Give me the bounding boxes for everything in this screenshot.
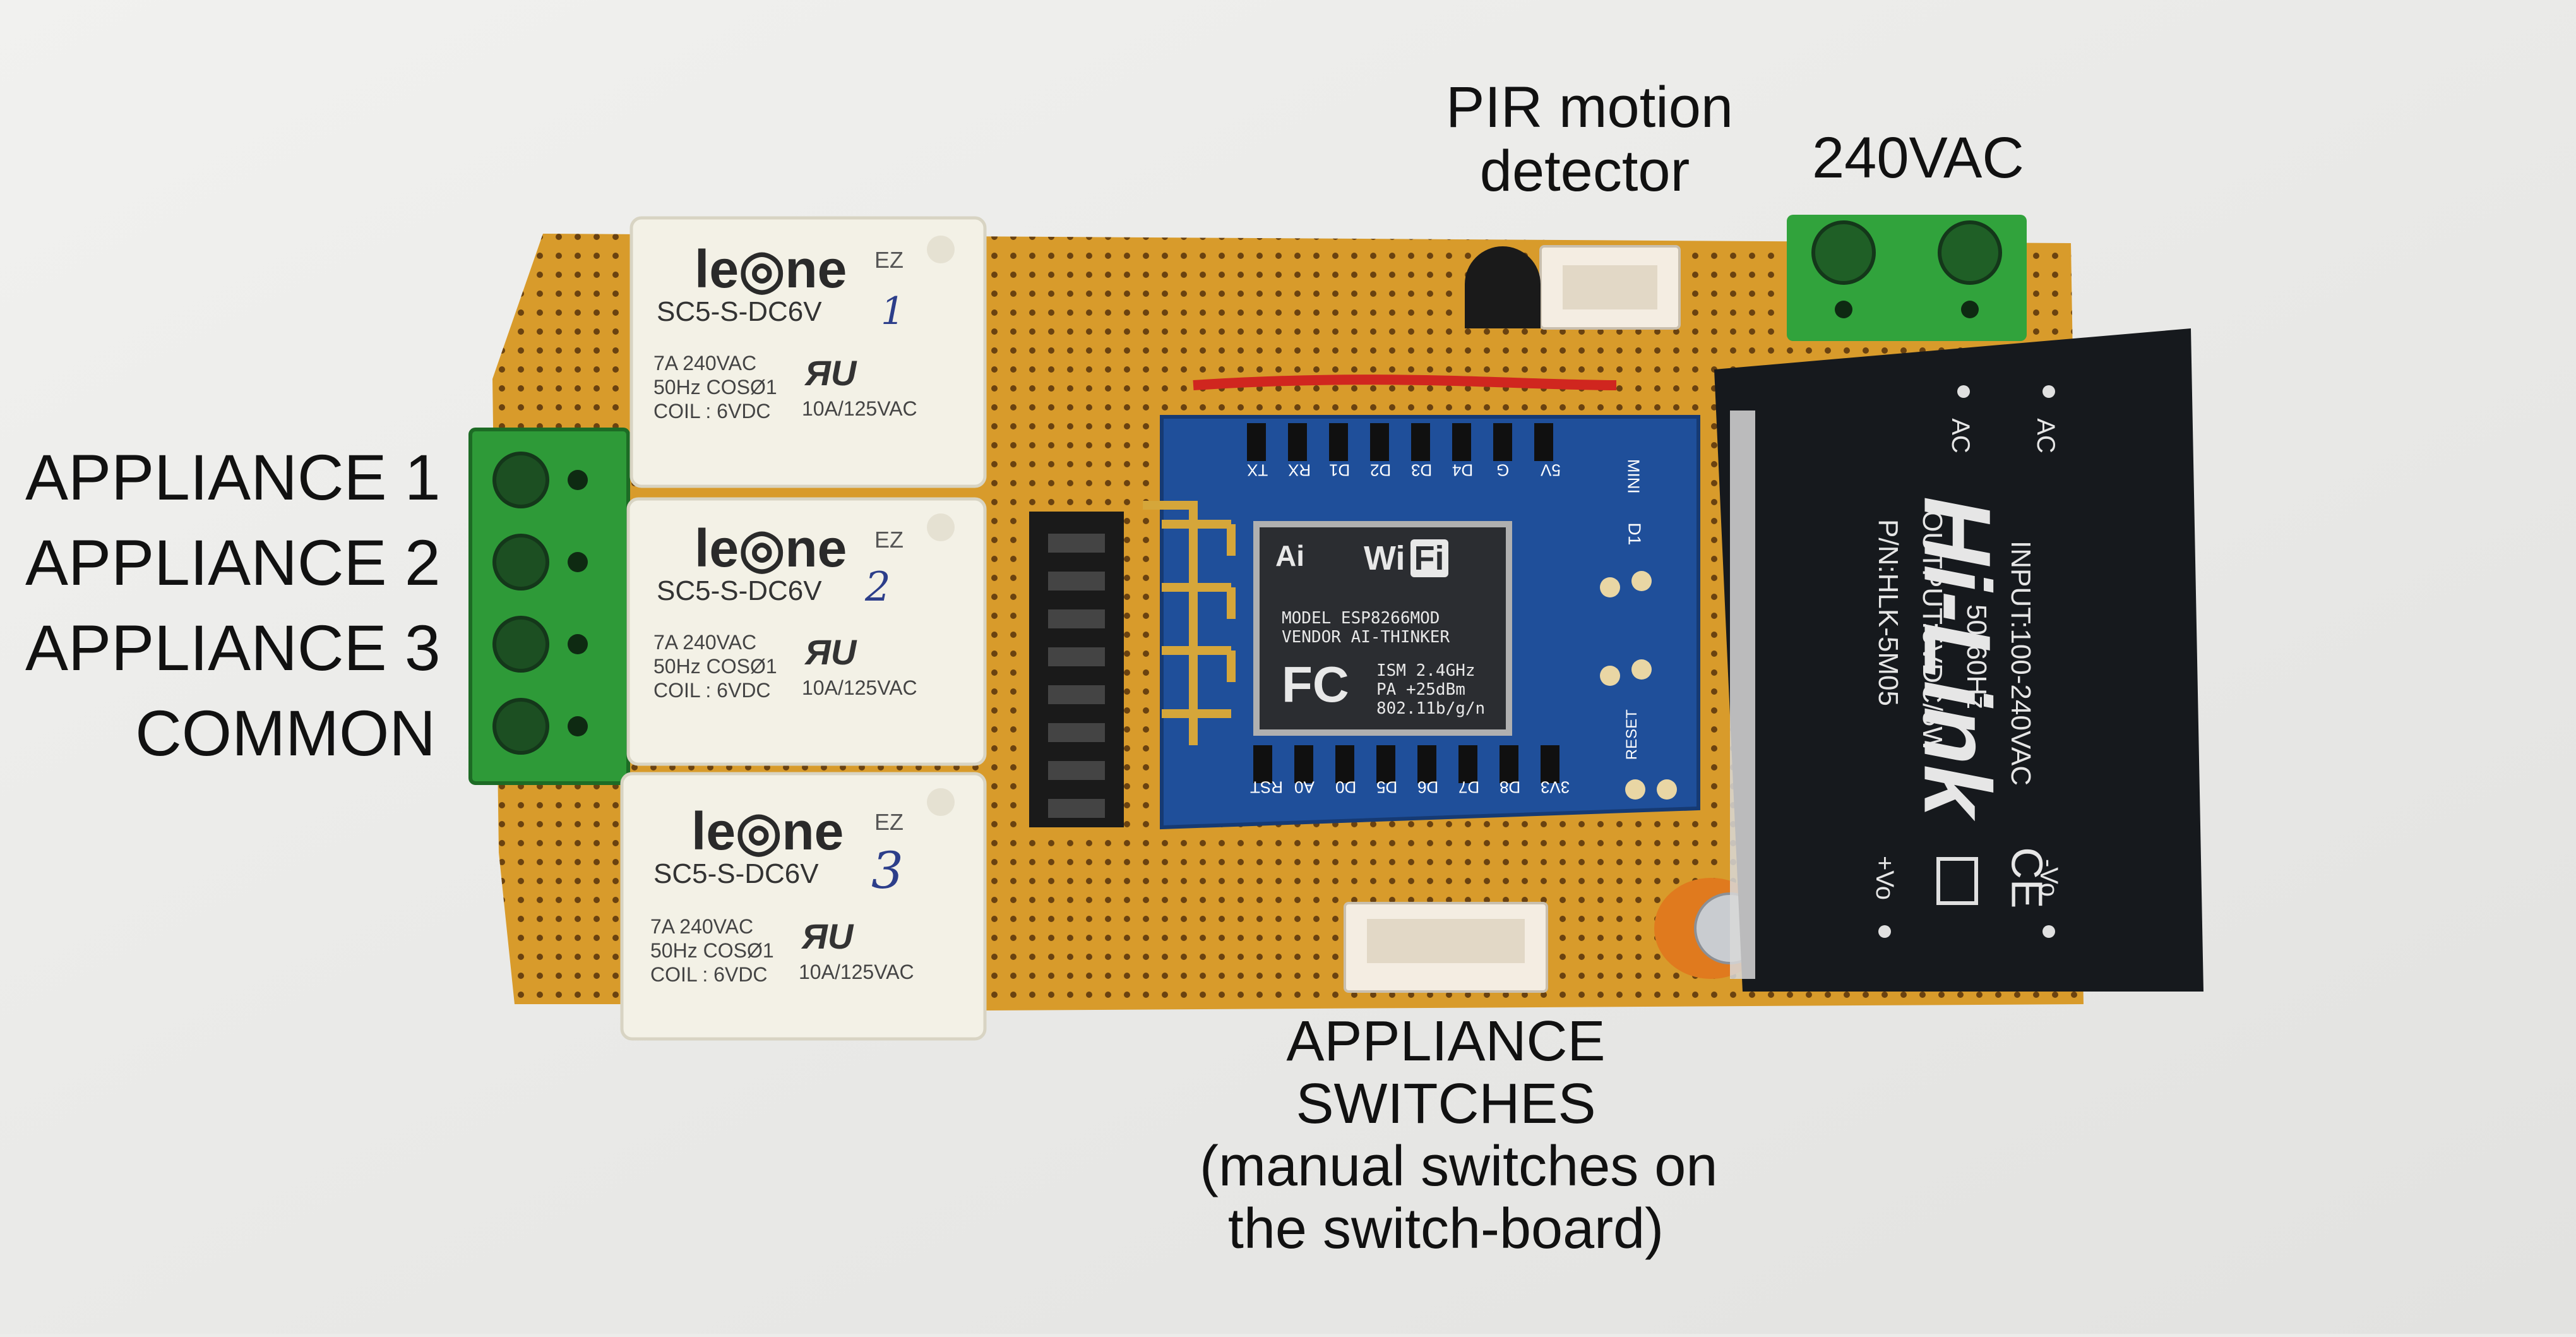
appliance-1-label: APPLIANCE 1 bbox=[25, 441, 441, 513]
pin-label: D5 bbox=[1376, 777, 1398, 797]
relay-model: SC5-S-DC6V bbox=[653, 858, 819, 889]
appliance-2-label: APPLIANCE 2 bbox=[25, 527, 441, 599]
hilink-power-module bbox=[1714, 328, 2203, 992]
relay-mark: EZ bbox=[874, 809, 904, 835]
ce-mark-icon: CE bbox=[2002, 847, 2052, 909]
relay-ul-rating: 10A/125VAC bbox=[802, 397, 917, 420]
pin-label: D1 bbox=[1329, 460, 1351, 480]
wifi-logo-text: Wi bbox=[1364, 539, 1405, 577]
pin-label: D4 bbox=[1452, 460, 1474, 480]
pin-label: A0 bbox=[1294, 777, 1315, 797]
appliance-terminal-block bbox=[468, 428, 630, 785]
ul-logo-icon: ЯU bbox=[805, 632, 857, 672]
red-wire bbox=[1193, 375, 1617, 390]
relay-brand-text-2: ne bbox=[782, 801, 844, 861]
relay-brand-text: le bbox=[695, 519, 739, 578]
relay-brand-text: le bbox=[691, 801, 736, 861]
relay-3 bbox=[620, 772, 987, 1041]
pin-header bbox=[1029, 512, 1124, 827]
ac-input-terminal-block bbox=[1787, 215, 2027, 341]
relay-brand-text-2: ne bbox=[785, 239, 847, 299]
pir-label: PIR motion detector bbox=[1446, 75, 1734, 204]
ul-logo-icon: ЯU bbox=[805, 353, 857, 393]
relay-number: 2 bbox=[865, 564, 891, 611]
relay-ul-rating: 10A/125VAC bbox=[799, 961, 914, 983]
relay-rating-2: 50Hz COSØ1 bbox=[653, 655, 777, 678]
pin-label: D8 bbox=[1500, 777, 1521, 797]
d1-mini-board bbox=[1143, 415, 1700, 830]
switches-label-line-1: APPLIANCE bbox=[1286, 1010, 1606, 1073]
pin-label: D6 bbox=[1417, 777, 1439, 797]
wifi-logo-text-2: Fi bbox=[1410, 539, 1448, 577]
relay-model: SC5-S-DC6V bbox=[657, 296, 822, 327]
vac-label: 240VAC bbox=[1812, 126, 2024, 190]
common-label: COMMON bbox=[135, 697, 436, 769]
switches-label-line-3: (manual switches on bbox=[1200, 1135, 1718, 1198]
fc-logo: FC bbox=[1282, 656, 1349, 712]
ul-logo-icon: ЯU bbox=[802, 916, 854, 956]
transistor bbox=[1465, 246, 1541, 328]
relay-mark: EZ bbox=[874, 527, 904, 553]
hilink-freq: 50-60Hz bbox=[1961, 604, 1993, 710]
pin-label: D3 bbox=[1411, 460, 1433, 480]
esp-std-line: 802.11b/g/n bbox=[1376, 699, 1486, 718]
antenna-trace bbox=[1143, 501, 1236, 745]
hilink-output: OUTPUT:5VDC/5W bbox=[1917, 510, 1948, 753]
relay-brand-text-2: ne bbox=[785, 519, 847, 578]
switches-label-line-2: SWITCHES bbox=[1296, 1072, 1596, 1136]
d1-label: D1 bbox=[1625, 522, 1645, 546]
esp-shield bbox=[1253, 521, 1512, 736]
pin-label: G bbox=[1496, 460, 1510, 480]
switches-label: APPLIANCE SWITCHES (manual switches on t… bbox=[1200, 1010, 1718, 1261]
relay-coil: COIL : 6VDC bbox=[653, 679, 771, 702]
relay-brand-text: le bbox=[695, 239, 739, 299]
pin-label: RST bbox=[1250, 777, 1283, 797]
vout-plus-label: +Vo bbox=[1871, 855, 1899, 901]
ai-logo: Ai bbox=[1275, 539, 1304, 572]
relay-rating-1: 7A 240VAC bbox=[650, 915, 754, 938]
relay-rating-2: 50Hz COSØ1 bbox=[653, 376, 777, 399]
relay-ul-rating: 10A/125VAC bbox=[802, 676, 917, 699]
esp-ism-line: ISM 2.4GHz bbox=[1376, 661, 1476, 680]
pin-label: 3V3 bbox=[1541, 777, 1570, 797]
relay-coil: COIL : 6VDC bbox=[650, 963, 768, 986]
relay-mark: EZ bbox=[874, 247, 904, 273]
pin-label: D7 bbox=[1458, 777, 1480, 797]
switch-connector bbox=[1344, 902, 1548, 993]
relay-rating-1: 7A 240VAC bbox=[653, 352, 757, 375]
barcode-label bbox=[1730, 411, 1755, 979]
ac-pin-label-1: AC bbox=[2032, 418, 2060, 453]
pin-label: D0 bbox=[1335, 777, 1357, 797]
relay-rating-1: 7A 240VAC bbox=[653, 631, 757, 654]
pin-label: RX bbox=[1288, 460, 1311, 480]
hilink-input: INPUT:100-240VAC bbox=[2005, 540, 2037, 786]
pir-label-line-1: PIR motion bbox=[1446, 75, 1734, 140]
esp-model-line: MODEL ESP8266MOD bbox=[1282, 609, 1440, 628]
ac-pin-label-2: AC bbox=[1947, 418, 1974, 453]
esp-vendor-line: VENDOR AI-THINKER bbox=[1282, 628, 1450, 647]
relay-number: 1 bbox=[881, 289, 905, 333]
relay-rating-2: 50Hz COSØ1 bbox=[650, 939, 774, 962]
hilink-part-number: P/N:HLK-5M05 bbox=[1873, 519, 1904, 706]
switches-label-line-4: the switch-board) bbox=[1227, 1197, 1664, 1261]
pin-label: 5V bbox=[1541, 460, 1561, 480]
relay-1 bbox=[629, 216, 987, 488]
d1-mini-label: MINI bbox=[1624, 459, 1643, 494]
esp-pa-line: PA +25dBm bbox=[1376, 680, 1465, 699]
appliance-3-label: APPLIANCE 3 bbox=[25, 612, 441, 684]
relay-number: 3 bbox=[871, 841, 903, 900]
pir-connector bbox=[1465, 245, 1681, 330]
pir-label-line-2: detector bbox=[1479, 139, 1690, 204]
pin-label: TX bbox=[1247, 460, 1268, 480]
reset-label: RESET bbox=[1623, 709, 1640, 760]
pin-label: D2 bbox=[1370, 460, 1392, 480]
relay-coil: COIL : 6VDC bbox=[653, 400, 771, 423]
relay-model: SC5-S-DC6V bbox=[657, 575, 822, 606]
relay-2 bbox=[626, 497, 987, 766]
